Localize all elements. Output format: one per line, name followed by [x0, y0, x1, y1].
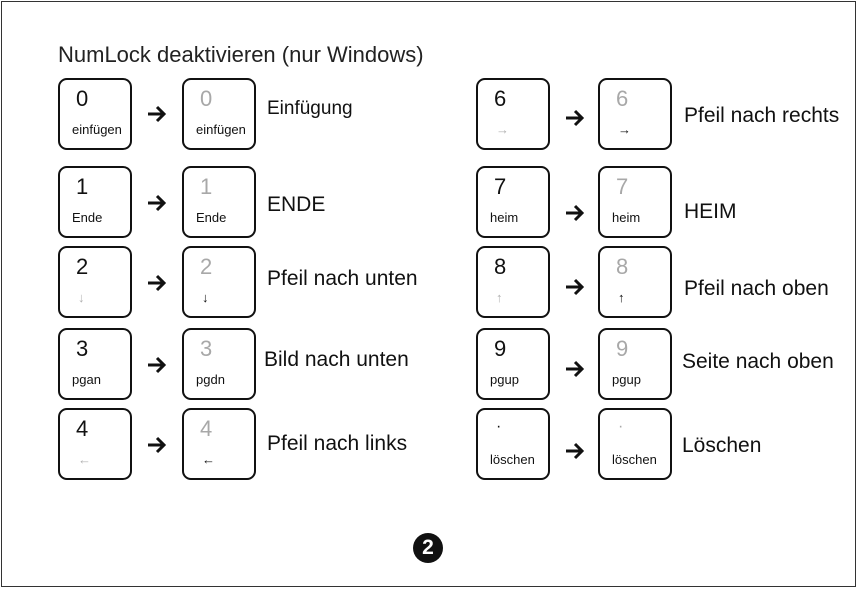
arrow-left-icon: ←: [78, 452, 91, 468]
key-primary-label: 0: [76, 86, 88, 112]
key-secondary-label: löschen: [490, 452, 535, 468]
key-primary-label: 3: [76, 336, 88, 362]
numpad-key-decimal: · löschen: [476, 408, 550, 480]
step-number-badge: 2: [413, 533, 443, 563]
key-primary-label: 3: [200, 336, 212, 362]
arrow-right-icon: →: [618, 122, 631, 138]
function-label-delete: Löschen: [682, 434, 761, 458]
arrow-up-icon: ↑: [618, 290, 625, 306]
key-primary-label: 9: [494, 336, 506, 362]
key-secondary-label: Ende: [72, 210, 102, 226]
key-secondary-label: einfügen: [72, 122, 122, 138]
result-key-page-down: 3 pgdn: [182, 328, 256, 400]
function-label-end: ENDE: [267, 193, 325, 217]
function-label-page-up: Seite nach oben: [682, 350, 834, 374]
key-primary-label: 7: [494, 174, 506, 200]
result-key-home: 7 heim: [598, 166, 672, 238]
key-secondary-label: pgdn: [196, 372, 225, 388]
key-primary-label: 1: [76, 174, 88, 200]
right-arrow-icon: [146, 434, 168, 456]
key-secondary-label: heim: [612, 210, 640, 226]
diagram-title: NumLock deaktivieren (nur Windows): [58, 42, 424, 68]
key-primary-label: 6: [494, 86, 506, 112]
result-key-left-arrow: 4 ←: [182, 408, 256, 480]
function-label-insert: Einfügung: [267, 98, 353, 120]
right-arrow-icon: [146, 354, 168, 376]
key-secondary-label: Ende: [196, 210, 226, 226]
key-primary-label: 8: [494, 254, 506, 280]
key-secondary-label: pgup: [490, 372, 519, 388]
function-label-left-arrow: Pfeil nach links: [267, 432, 407, 456]
key-primary-label: 8: [616, 254, 628, 280]
arrow-up-icon: ↑: [496, 290, 503, 306]
function-label-right-arrow: Pfeil nach rechts: [684, 104, 839, 128]
right-arrow-icon: [564, 276, 586, 298]
result-key-page-up: 9 pgup: [598, 328, 672, 400]
result-key-right-arrow: 6 →: [598, 78, 672, 150]
key-primary-label: 9: [616, 336, 628, 362]
right-arrow-icon: [146, 192, 168, 214]
numpad-key-3: 3 pgan: [58, 328, 132, 400]
key-secondary-label: heim: [490, 210, 518, 226]
key-secondary-label: pgan: [72, 372, 101, 388]
right-arrow-icon: [146, 272, 168, 294]
function-label-down-arrow: Pfeil nach unten: [267, 267, 418, 291]
numpad-key-0: 0 einfügen: [58, 78, 132, 150]
arrow-right-icon: →: [496, 122, 509, 138]
key-primary-label: 6: [616, 86, 628, 112]
right-arrow-icon: [564, 440, 586, 462]
key-primary-label: ·: [618, 414, 623, 440]
result-key-down-arrow: 2 ↓: [182, 246, 256, 318]
right-arrow-icon: [564, 202, 586, 224]
numpad-key-4: 4 ←: [58, 408, 132, 480]
right-arrow-icon: [146, 103, 168, 125]
numpad-key-7: 7 heim: [476, 166, 550, 238]
key-secondary-label: einfügen: [196, 122, 246, 138]
result-key-insert: 0 einfügen: [182, 78, 256, 150]
right-arrow-icon: [564, 358, 586, 380]
function-label-home: HEIM: [684, 200, 737, 224]
numpad-key-8: 8 ↑: [476, 246, 550, 318]
result-key-end: 1 Ende: [182, 166, 256, 238]
arrow-down-icon: ↓: [78, 290, 85, 306]
key-secondary-label: löschen: [612, 452, 657, 468]
function-label-page-down: Bild nach unten: [264, 348, 409, 372]
key-primary-label: 1: [200, 174, 212, 200]
key-primary-label: 2: [200, 254, 212, 280]
key-primary-label: 4: [200, 416, 212, 442]
arrow-down-icon: ↓: [202, 290, 209, 306]
key-primary-label: 0: [200, 86, 212, 112]
numpad-key-2: 2 ↓: [58, 246, 132, 318]
function-label-up-arrow: Pfeil nach oben: [684, 277, 829, 301]
numpad-key-9: 9 pgup: [476, 328, 550, 400]
key-primary-label: 7: [616, 174, 628, 200]
key-primary-label: 4: [76, 416, 88, 442]
key-secondary-label: pgup: [612, 372, 641, 388]
arrow-left-icon: ←: [202, 452, 215, 468]
key-primary-label: 2: [76, 254, 88, 280]
numpad-key-6: 6 →: [476, 78, 550, 150]
numpad-key-1: 1 Ende: [58, 166, 132, 238]
result-key-delete: · löschen: [598, 408, 672, 480]
result-key-up-arrow: 8 ↑: [598, 246, 672, 318]
right-arrow-icon: [564, 107, 586, 129]
key-primary-label: ·: [496, 414, 501, 440]
